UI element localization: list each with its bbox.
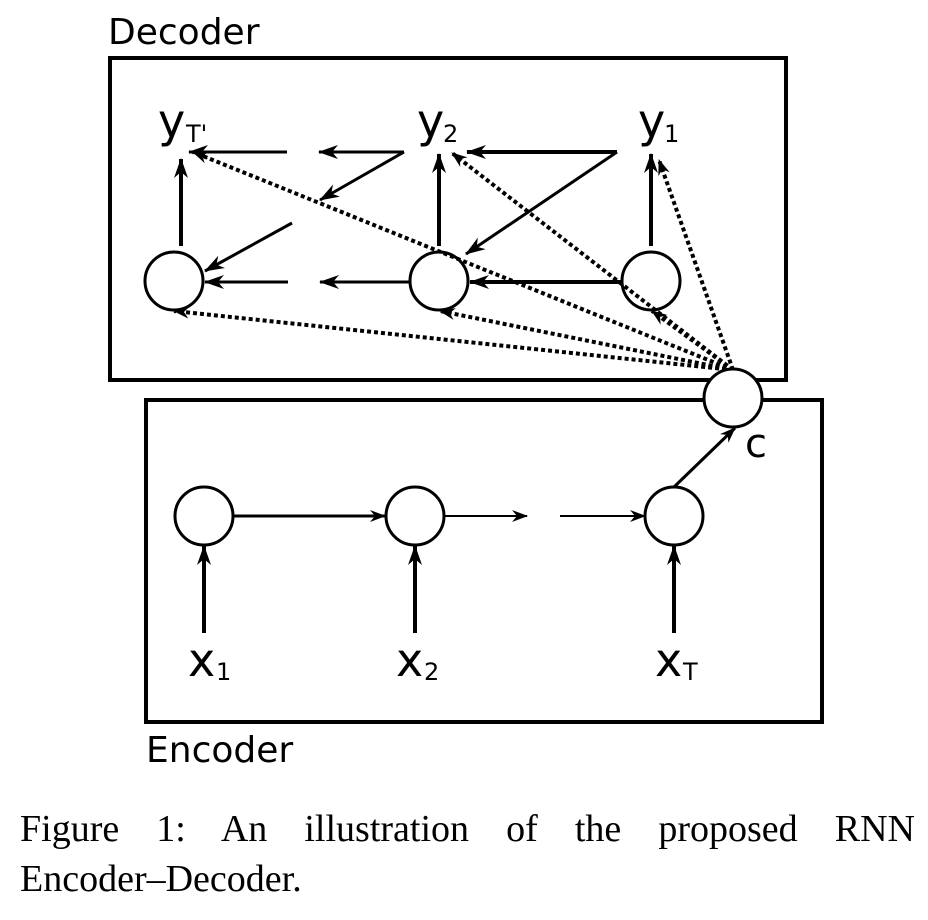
context-arrow-to-y1: [657, 159, 735, 371]
decoder-label: Decoder: [108, 12, 260, 53]
context-label: c: [745, 421, 767, 467]
arrow-y1-to-h2: [465, 150, 618, 256]
decoder-output-y2: y 2: [417, 94, 458, 148]
encoder-input-xT: x T: [655, 633, 698, 687]
encoder-hidden-T: [643, 485, 705, 547]
arrow-y2-to-next-hidden: [319, 150, 405, 202]
encoder-decoder-diagram: Decoder Encoder y T' y 2 y 1: [108, 12, 824, 771]
context-arrow-to-h2: [439, 308, 734, 372]
context-vector-node: [702, 367, 764, 429]
input-label-sub: 2: [424, 658, 439, 686]
encoder-box: [144, 398, 824, 724]
arrow-eT-to-c: [672, 426, 737, 489]
encoder-input-x1: x 1: [188, 633, 231, 687]
context-arrow-to-h1: [650, 309, 735, 372]
context-arrow-to-y2: [450, 151, 735, 372]
input-label-base: x: [396, 633, 423, 687]
encoder-label: Encoder: [146, 730, 293, 771]
input-label-sub: 1: [216, 658, 231, 686]
decoder-output-y1: y 1: [638, 94, 679, 148]
decoder-hidden-T: [143, 250, 205, 312]
caption-line-2: Encoder–Decoder.: [20, 858, 302, 900]
output-label-base: y: [417, 94, 444, 148]
context-arrow-to-hT: [173, 306, 734, 372]
context-arrow-to-yT: [192, 150, 734, 372]
arrow-prev-to-hT: [204, 221, 293, 273]
output-label-sub: T': [185, 120, 207, 148]
output-label-base: y: [158, 94, 185, 148]
output-label-sub: 2: [443, 120, 458, 148]
encoder-hidden-1: [173, 485, 235, 547]
encoder-hidden-2: [384, 485, 446, 547]
input-label-sub: T: [682, 658, 698, 686]
input-label-base: x: [188, 633, 215, 687]
input-label-base: x: [655, 633, 682, 687]
output-label-sub: 1: [664, 120, 679, 148]
figure-caption: Figure 1: An illustration of the propose…: [20, 804, 915, 904]
decoder-hidden-2: [408, 250, 470, 312]
decoder-hidden-1: [620, 250, 682, 312]
decoder-box: [108, 56, 788, 382]
caption-line-1: Figure 1: An illustration of the propose…: [20, 808, 915, 850]
encoder-input-x2: x 2: [396, 633, 439, 687]
decoder-output-yT: y T': [158, 94, 207, 148]
output-label-base: y: [638, 94, 665, 148]
